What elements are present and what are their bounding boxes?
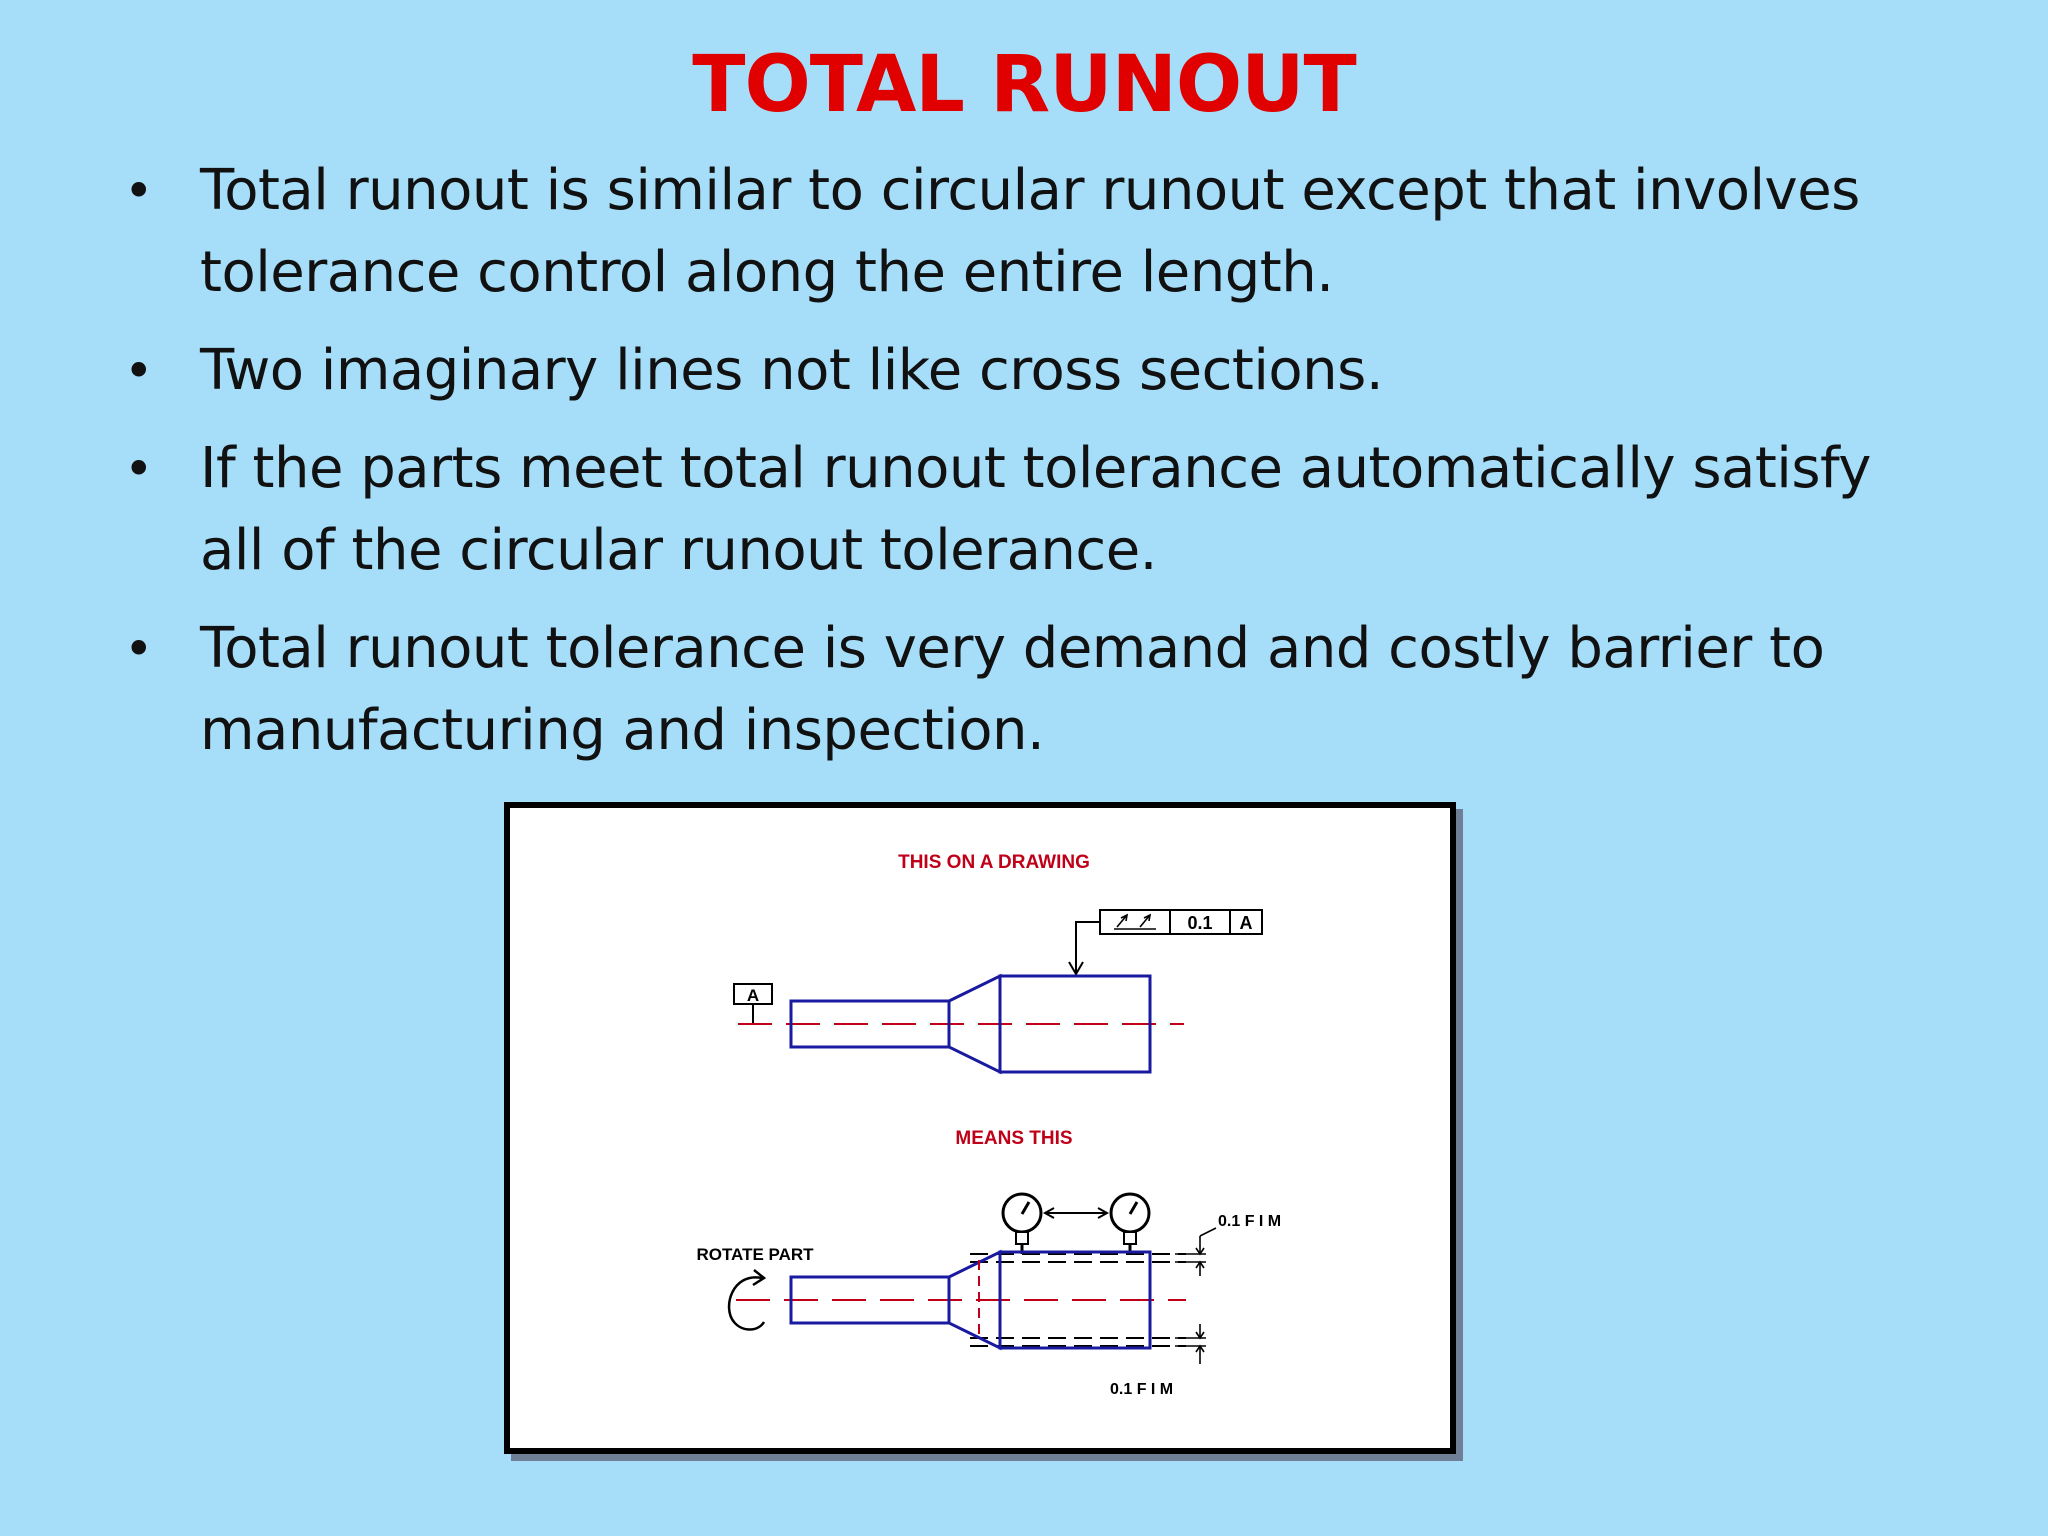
total-runout-symbol-icon: [1114, 913, 1156, 930]
bullet-item: • Total runout tolerance is very demand a…: [120, 608, 1950, 772]
part-inspection: [736, 1249, 1186, 1351]
fcf-datum: A: [1240, 913, 1253, 933]
bullet-item: • Two imaginary lines not like cross sect…: [120, 330, 1950, 412]
caption-this-on-a-drawing: THIS ON A DRAWING: [898, 852, 1090, 873]
bullet-item: • Total runout is similar to circular run…: [120, 150, 1950, 314]
bullet-list: • Total runout is similar to circular run…: [120, 150, 1950, 788]
fim-bottom-label: 0.1 F I M: [1110, 1381, 1173, 1398]
datum-letter: A: [747, 986, 759, 1005]
dial-indicator-icon: [1109, 1192, 1151, 1254]
fim-dimension-top: [1175, 1227, 1217, 1276]
bullet-text: Total runout tolerance is very demand an…: [200, 616, 1825, 763]
fcf-tolerance: 0.1: [1187, 913, 1212, 933]
dial-indicator-icon: [1001, 1192, 1043, 1254]
bullet-text: If the parts meet total runout tolerance…: [200, 436, 1871, 583]
runout-diagram: THIS ON A DRAWING 0.1 A A: [696, 852, 1281, 1398]
bullet-dot-icon: •: [124, 440, 154, 498]
caption-means-this: MEANS THIS: [955, 1128, 1072, 1149]
bullet-dot-icon: •: [124, 342, 154, 400]
runout-figure: THIS ON A DRAWING 0.1 A A: [504, 802, 1456, 1454]
tolerance-zone: [970, 1253, 1186, 1347]
bullet-text: Two imaginary lines not like cross secti…: [200, 338, 1384, 403]
datum-a-label: A: [733, 983, 773, 1024]
fim-dimension-bottom: [1175, 1324, 1206, 1364]
bullet-text: Total runout is similar to circular runo…: [200, 158, 1860, 305]
feature-control-frame: 0.1 A: [1068, 909, 1263, 976]
rotate-arrow-icon: [727, 1269, 767, 1331]
travel-arrow-icon: [1042, 1207, 1110, 1219]
bullet-dot-icon: •: [124, 162, 154, 220]
bullet-item: • If the parts meet total runout toleranc…: [120, 428, 1950, 592]
part-drawing: [738, 973, 1184, 1075]
rotate-part-label: ROTATE PART: [696, 1245, 814, 1264]
slide-title: TOTAL RUNOUT: [692, 40, 1356, 130]
bullet-dot-icon: •: [124, 620, 154, 678]
fim-top-label: 0.1 F I M: [1218, 1213, 1281, 1230]
